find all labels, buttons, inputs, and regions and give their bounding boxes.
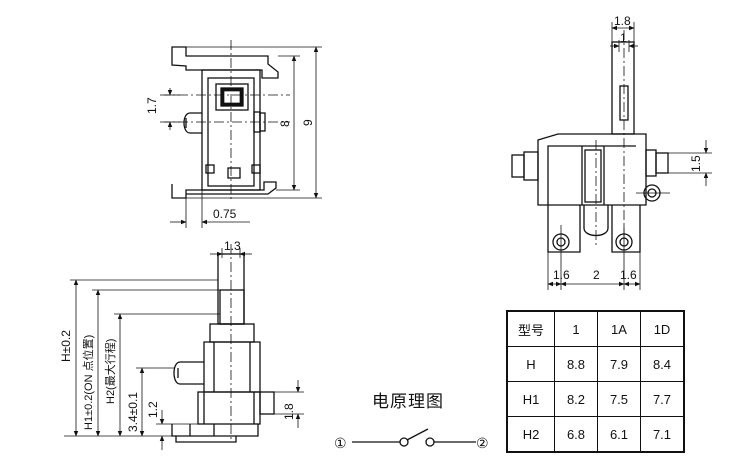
table-header-cell: 1D bbox=[640, 310, 685, 347]
right-view bbox=[511, 22, 712, 290]
dim-3-4: 3.4±0.1 bbox=[126, 392, 140, 432]
dim-1-2: 1.2 bbox=[146, 401, 160, 418]
dim-h1: H1±0.2(ON 点位置) bbox=[81, 335, 95, 430]
table-cell: 7.7 bbox=[640, 381, 685, 417]
table-cell: 8.4 bbox=[640, 346, 685, 382]
table-row: H1 8.2 7.5 7.7 bbox=[506, 381, 685, 417]
table-header-cell: 型号 bbox=[506, 310, 555, 347]
dim-1-8-top: 1.8 bbox=[614, 14, 631, 28]
circuit-diagram bbox=[352, 428, 476, 447]
table-cell: 6.8 bbox=[554, 416, 598, 453]
circuit-caption: 电原理图 bbox=[372, 392, 444, 412]
dim-h2: H2(最大行程) bbox=[103, 339, 117, 404]
table-header-cell: 1A bbox=[597, 310, 641, 347]
table-cell: 8.8 bbox=[554, 346, 598, 382]
table-row: H2 6.8 6.1 7.1 bbox=[506, 416, 685, 453]
table-cell: 6.1 bbox=[597, 416, 641, 453]
terminal-2-label: ② bbox=[476, 435, 489, 451]
dim-h: H±0.2 bbox=[59, 330, 73, 362]
dim-1-6-left: 1.6 bbox=[553, 268, 570, 282]
dim-1-3: 1.3 bbox=[224, 239, 241, 253]
table-header-row: 型号 1 1A 1D bbox=[506, 310, 685, 347]
dim-0-75: 0.75 bbox=[213, 207, 237, 221]
spec-table: 型号 1 1A 1D H 8.8 7.9 8.4 H1 8.2 7.5 7.7 … bbox=[506, 310, 685, 453]
dim-1-8-bottom: 1.8 bbox=[282, 403, 296, 420]
terminal-1-label: ① bbox=[334, 435, 347, 451]
table-cell: H bbox=[506, 346, 555, 382]
table-header-cell: 1 bbox=[554, 310, 598, 347]
dim-1-6-right: 1.6 bbox=[620, 268, 637, 282]
table-cell: 7.5 bbox=[597, 381, 641, 417]
dim-1-top: 1 bbox=[620, 31, 627, 45]
dim-1-7: 1.7 bbox=[145, 97, 159, 114]
dim-2: 2 bbox=[593, 268, 600, 282]
table-cell: H1 bbox=[506, 381, 555, 417]
table-cell: 7.9 bbox=[597, 346, 641, 382]
table-cell: 7.1 bbox=[640, 416, 685, 453]
table-cell: H2 bbox=[506, 416, 555, 453]
top-left-view bbox=[160, 40, 322, 228]
dim-1-5: 1.5 bbox=[689, 155, 703, 172]
table-cell: 8.2 bbox=[554, 381, 598, 417]
dim-8: 8 bbox=[278, 120, 292, 127]
bottom-left-view bbox=[64, 244, 304, 450]
dim-9: 9 bbox=[301, 119, 315, 126]
table-row: H 8.8 7.9 8.4 bbox=[506, 346, 685, 382]
